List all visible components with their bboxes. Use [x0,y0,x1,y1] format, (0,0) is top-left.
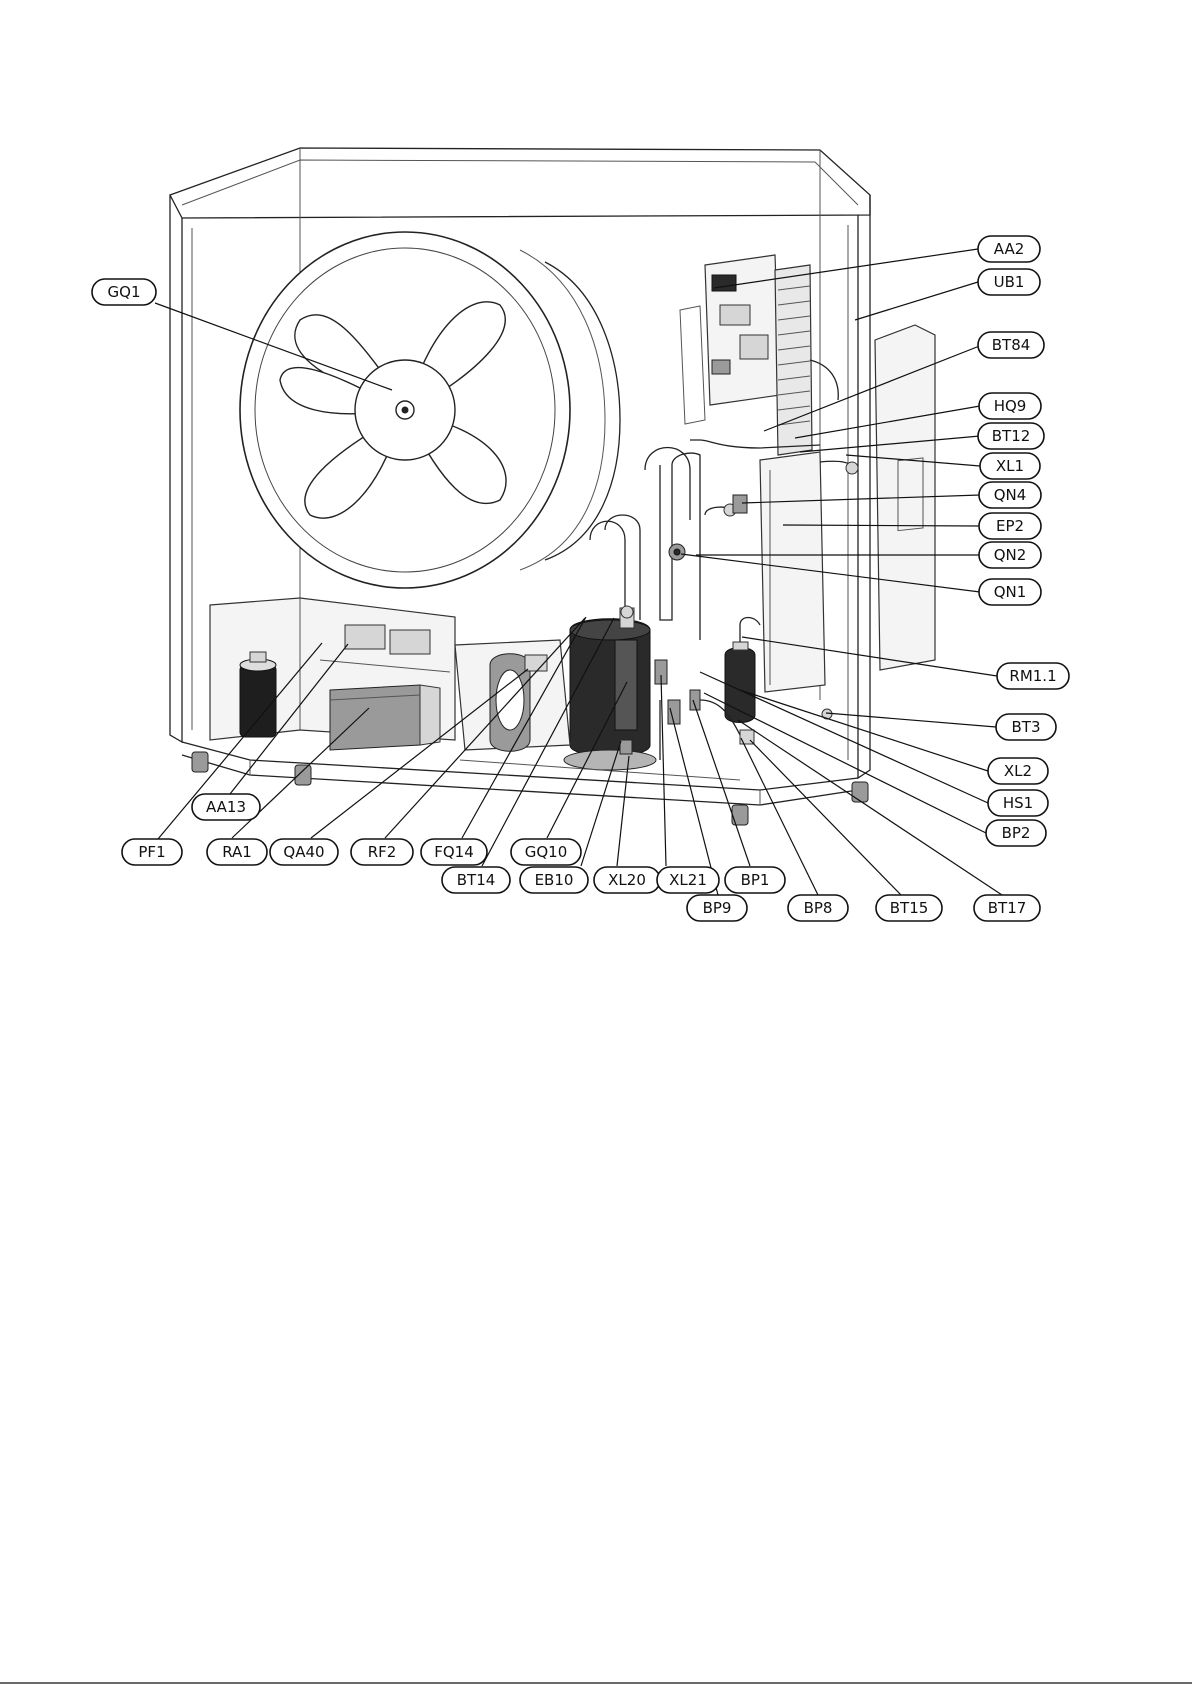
heat-exchanger [760,452,858,692]
label-QA40-text: QA40 [283,843,324,861]
label-BT14: BT14 [442,867,510,893]
label-BP8-text: BP8 [804,899,833,917]
label-GQ10: GQ10 [511,839,581,865]
label-BT15: BT15 [876,895,942,921]
label-AA2: AA2 [978,236,1040,262]
evaporator-coil [775,265,838,455]
label-EB10: EB10 [520,867,588,893]
label-RF2: RF2 [351,839,413,865]
label-QN2-text: QN2 [994,546,1027,564]
label-BP9: BP9 [687,895,747,921]
label-BT84-text: BT84 [992,336,1031,354]
label-RM1.1-text: RM1.1 [1009,667,1056,685]
label-XL1-text: XL1 [996,457,1024,475]
label-RF2-text: RF2 [368,843,397,861]
label-EB10-text: EB10 [535,871,574,889]
label-RM1.1: RM1.1 [997,663,1069,689]
label-BT3: BT3 [996,714,1056,740]
label-GQ10-text: GQ10 [525,843,568,861]
label-HQ9-text: HQ9 [994,397,1027,415]
label-FQ14: FQ14 [421,839,487,865]
label-AA2-text: AA2 [994,240,1024,258]
label-BP2-text: BP2 [1002,824,1031,842]
label-HQ9: HQ9 [979,393,1041,419]
label-RA1: RA1 [207,839,267,865]
label-AA13-text: AA13 [206,798,246,816]
label-FQ14-text: FQ14 [434,843,474,861]
label-PF1-text: PF1 [138,843,165,861]
label-QN2: QN2 [979,542,1041,568]
label-XL20-text: XL20 [608,871,646,889]
label-BT17-text: BT17 [988,899,1027,917]
label-BP1-text: BP1 [741,871,770,889]
label-BT3-text: BT3 [1012,718,1041,736]
label-UB1: UB1 [978,269,1040,295]
label-XL20: XL20 [594,867,660,893]
label-BT12: BT12 [978,423,1044,449]
label-QN4-text: QN4 [994,486,1027,504]
label-XL2: XL2 [988,758,1048,784]
fan [240,232,620,588]
label-AA13: AA13 [192,794,260,820]
label-EP2: EP2 [979,513,1041,539]
label-BT15-text: BT15 [890,899,929,917]
label-GQ1: GQ1 [92,279,156,305]
label-PF1: PF1 [122,839,182,865]
label-RA1-text: RA1 [222,843,252,861]
label-BT84: BT84 [978,332,1044,358]
label-XL2-text: XL2 [1004,762,1032,780]
label-QN1: QN1 [979,579,1041,605]
label-XL21-text: XL21 [669,871,707,889]
label-UB1-text: UB1 [994,273,1025,291]
filter-drier [725,618,760,723]
label-HS1: HS1 [988,790,1048,816]
label-BT12-text: BT12 [992,427,1031,445]
label-QA40: QA40 [270,839,338,865]
label-BP1: BP1 [725,867,785,893]
label-BP8: BP8 [788,895,848,921]
label-BT14-text: BT14 [457,871,496,889]
label-QN1-text: QN1 [994,583,1027,601]
label-EP2-text: EP2 [996,517,1024,535]
label-HS1-text: HS1 [1003,794,1033,812]
label-XL21: XL21 [657,867,719,893]
label-QN4: QN4 [979,482,1041,508]
label-BT17: BT17 [974,895,1040,921]
label-BP9-text: BP9 [703,899,732,917]
label-GQ1-text: GQ1 [108,283,141,301]
label-BP2: BP2 [986,820,1046,846]
electrical-box [210,598,455,750]
label-XL1: XL1 [980,453,1040,479]
